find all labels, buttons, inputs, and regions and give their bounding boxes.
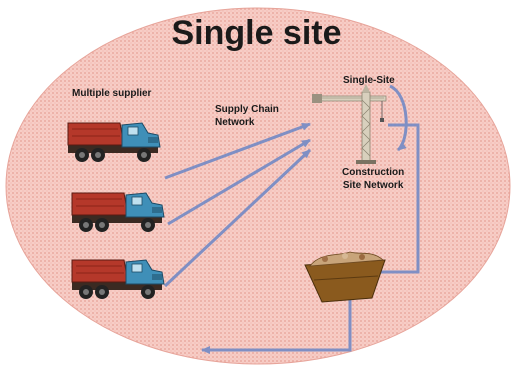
site-network-arrow [201, 123, 420, 354]
supply-arrows [163, 122, 312, 288]
supply-arrow [167, 138, 311, 226]
supply-arrow [163, 148, 312, 288]
construction-site-network-line1: Construction [342, 167, 405, 178]
tower-crane-icon [312, 84, 387, 164]
diagram-title: Single site [171, 14, 342, 52]
multiple-supplier-label: Multiple supplier [72, 88, 152, 99]
network-ellipse [5, 7, 511, 365]
supply-arrow [164, 122, 311, 180]
construction-site-network-label: Construction Site Network [342, 167, 404, 192]
supply-chain-network-label: Supply Chain Network [215, 104, 279, 129]
construction-site-network-line2: Site Network [342, 179, 404, 191]
supply-chain-network-line2: Network [215, 116, 255, 128]
supply-chain-network-line1: Supply Chain [215, 104, 279, 115]
single-site-label: Single-Site [343, 75, 395, 86]
waste-skip-icon [304, 251, 386, 303]
